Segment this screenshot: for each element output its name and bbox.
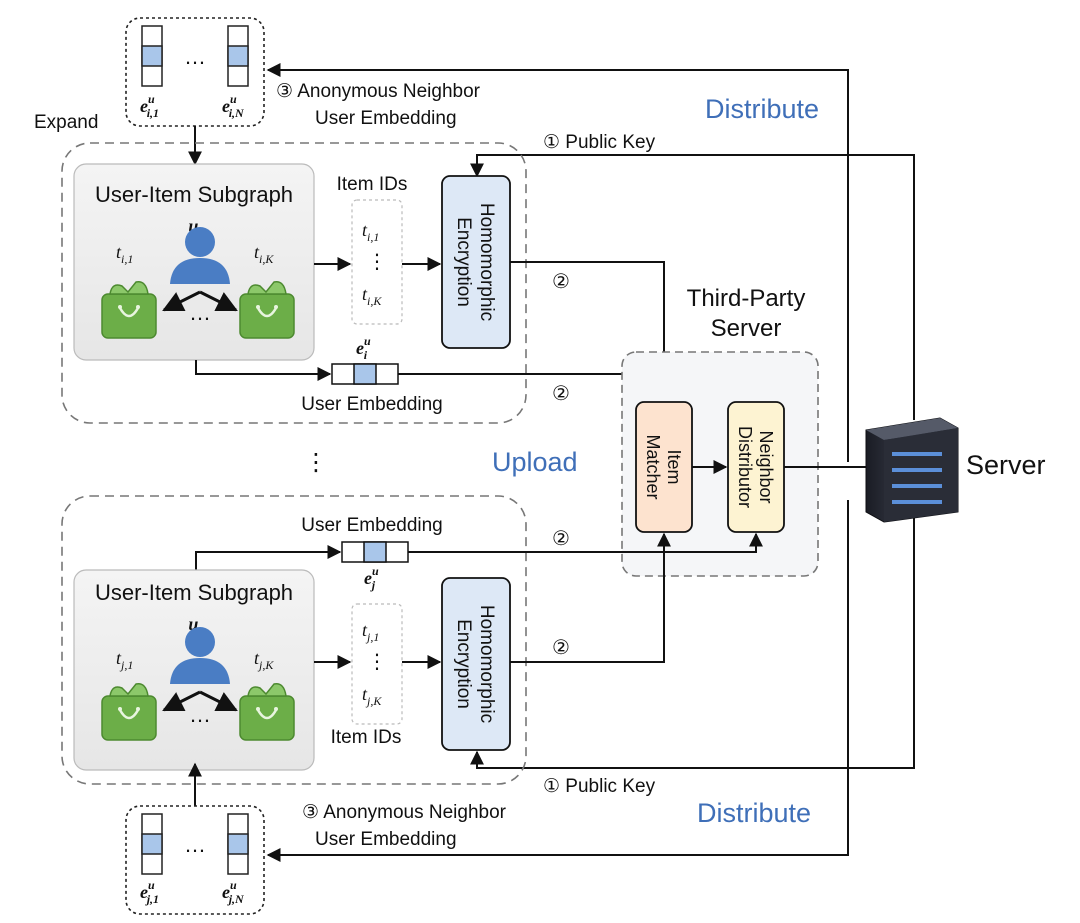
bottom-anon-caption-line2: User Embedding — [315, 829, 457, 850]
bottom-embedding-flow — [408, 532, 763, 553]
neighbor-distributor-label-line2: Distributor — [735, 426, 755, 508]
public-key-label-bottom: ① Public Key — [543, 776, 656, 797]
top-subgraph-title: User-Item Subgraph — [95, 182, 293, 207]
top-ids-top: ti,1 — [362, 220, 379, 244]
upload-label: Upload — [492, 447, 578, 477]
top-subgraph-to-emb-arrow — [195, 360, 332, 381]
top-anon-ellipsis: … — [184, 44, 206, 69]
top-ids-vdots: ⋮ — [367, 251, 387, 273]
top-item-left-label: ti,1 — [116, 242, 133, 266]
item-matcher-label-line2: Matcher — [643, 434, 663, 499]
bottom-anon-caption-line1: ③ Anonymous Neighbor — [302, 802, 507, 823]
bottom-encrypted-ids-flow — [510, 532, 671, 663]
top-item-ids-box — [351, 199, 403, 325]
bottom-ids-top: tj,1 — [362, 620, 379, 644]
bottom-ids-bottom: tj,K — [362, 684, 382, 708]
bottom-ids-vdots: ⋮ — [367, 651, 387, 673]
top-anon-distribute-line — [266, 63, 849, 462]
top-user-embedding-vector — [331, 363, 399, 385]
bottom-item-left-label: tj,1 — [116, 648, 133, 672]
distribute-label-top: Distribute — [705, 94, 819, 124]
server-label: Server — [966, 450, 1046, 480]
top-edge-left — [162, 290, 201, 312]
top-client-region — [61, 142, 527, 424]
bottom-step2-emb: ② — [552, 528, 570, 550]
top-user-embedding-label: User Embedding — [301, 394, 443, 415]
third-party-title-line2: Server — [711, 315, 782, 342]
top-step2-ids: ② — [552, 271, 570, 293]
top-item-ids-label: Item IDs — [337, 174, 408, 195]
bottom-item-ids-box — [351, 603, 403, 725]
bottom-edge-right — [199, 690, 238, 712]
top-edge-right — [199, 290, 238, 312]
top-encryption-label-line2: Encryption — [453, 217, 474, 307]
bottom-user-embedding-label: User Embedding — [301, 515, 443, 536]
top-ids-bottom: ti,K — [362, 284, 382, 308]
bottom-item-right-label: tj,K — [254, 648, 274, 672]
top-item-right-label: ti,K — [254, 242, 274, 266]
bottom-client-region — [61, 495, 527, 785]
third-party-title-line1: Third-Party — [687, 285, 806, 312]
public-key-label-top: ① Public Key — [543, 132, 656, 153]
top-step2-emb: ② — [552, 383, 570, 405]
top-public-key-line — [470, 154, 915, 420]
bottom-encryption-label-line2: Encryption — [453, 619, 474, 709]
expand-label: Expand — [34, 112, 98, 133]
distribute-label-bottom: Distribute — [697, 798, 811, 828]
bottom-anon-ellipsis: … — [184, 832, 206, 857]
bottom-subgraph-title: User-Item Subgraph — [95, 580, 293, 605]
item-matcher-label-line1: Item — [664, 449, 684, 484]
bottom-encryption-label-line1: Homomorphic — [476, 605, 497, 723]
server-icon — [865, 417, 959, 523]
bottom-subgraph-to-emb-arrow — [195, 545, 342, 570]
top-edge-ellipsis: … — [189, 300, 211, 325]
bottom-edge-left — [162, 690, 201, 712]
bottom-item-ids-label: Item IDs — [331, 727, 402, 748]
bottom-anon-distribute-line — [266, 500, 849, 862]
top-encryption-label-line1: Homomorphic — [476, 203, 497, 321]
top-anon-caption-line2: User Embedding — [315, 108, 457, 129]
bottom-step2-ids: ② — [552, 637, 570, 659]
neighbor-distributor-label-line1: Neighbor — [756, 430, 776, 503]
bottom-public-key-line — [470, 500, 915, 769]
bottom-encryption-box — [441, 577, 511, 751]
top-anon-caption-line1: ③ Anonymous Neighbor — [276, 81, 481, 102]
bottom-user-embedding-vector — [341, 541, 409, 563]
bottom-edge-ellipsis: … — [189, 702, 211, 727]
clients-vdots: ⋮ — [304, 449, 328, 476]
top-encryption-box — [441, 175, 511, 349]
